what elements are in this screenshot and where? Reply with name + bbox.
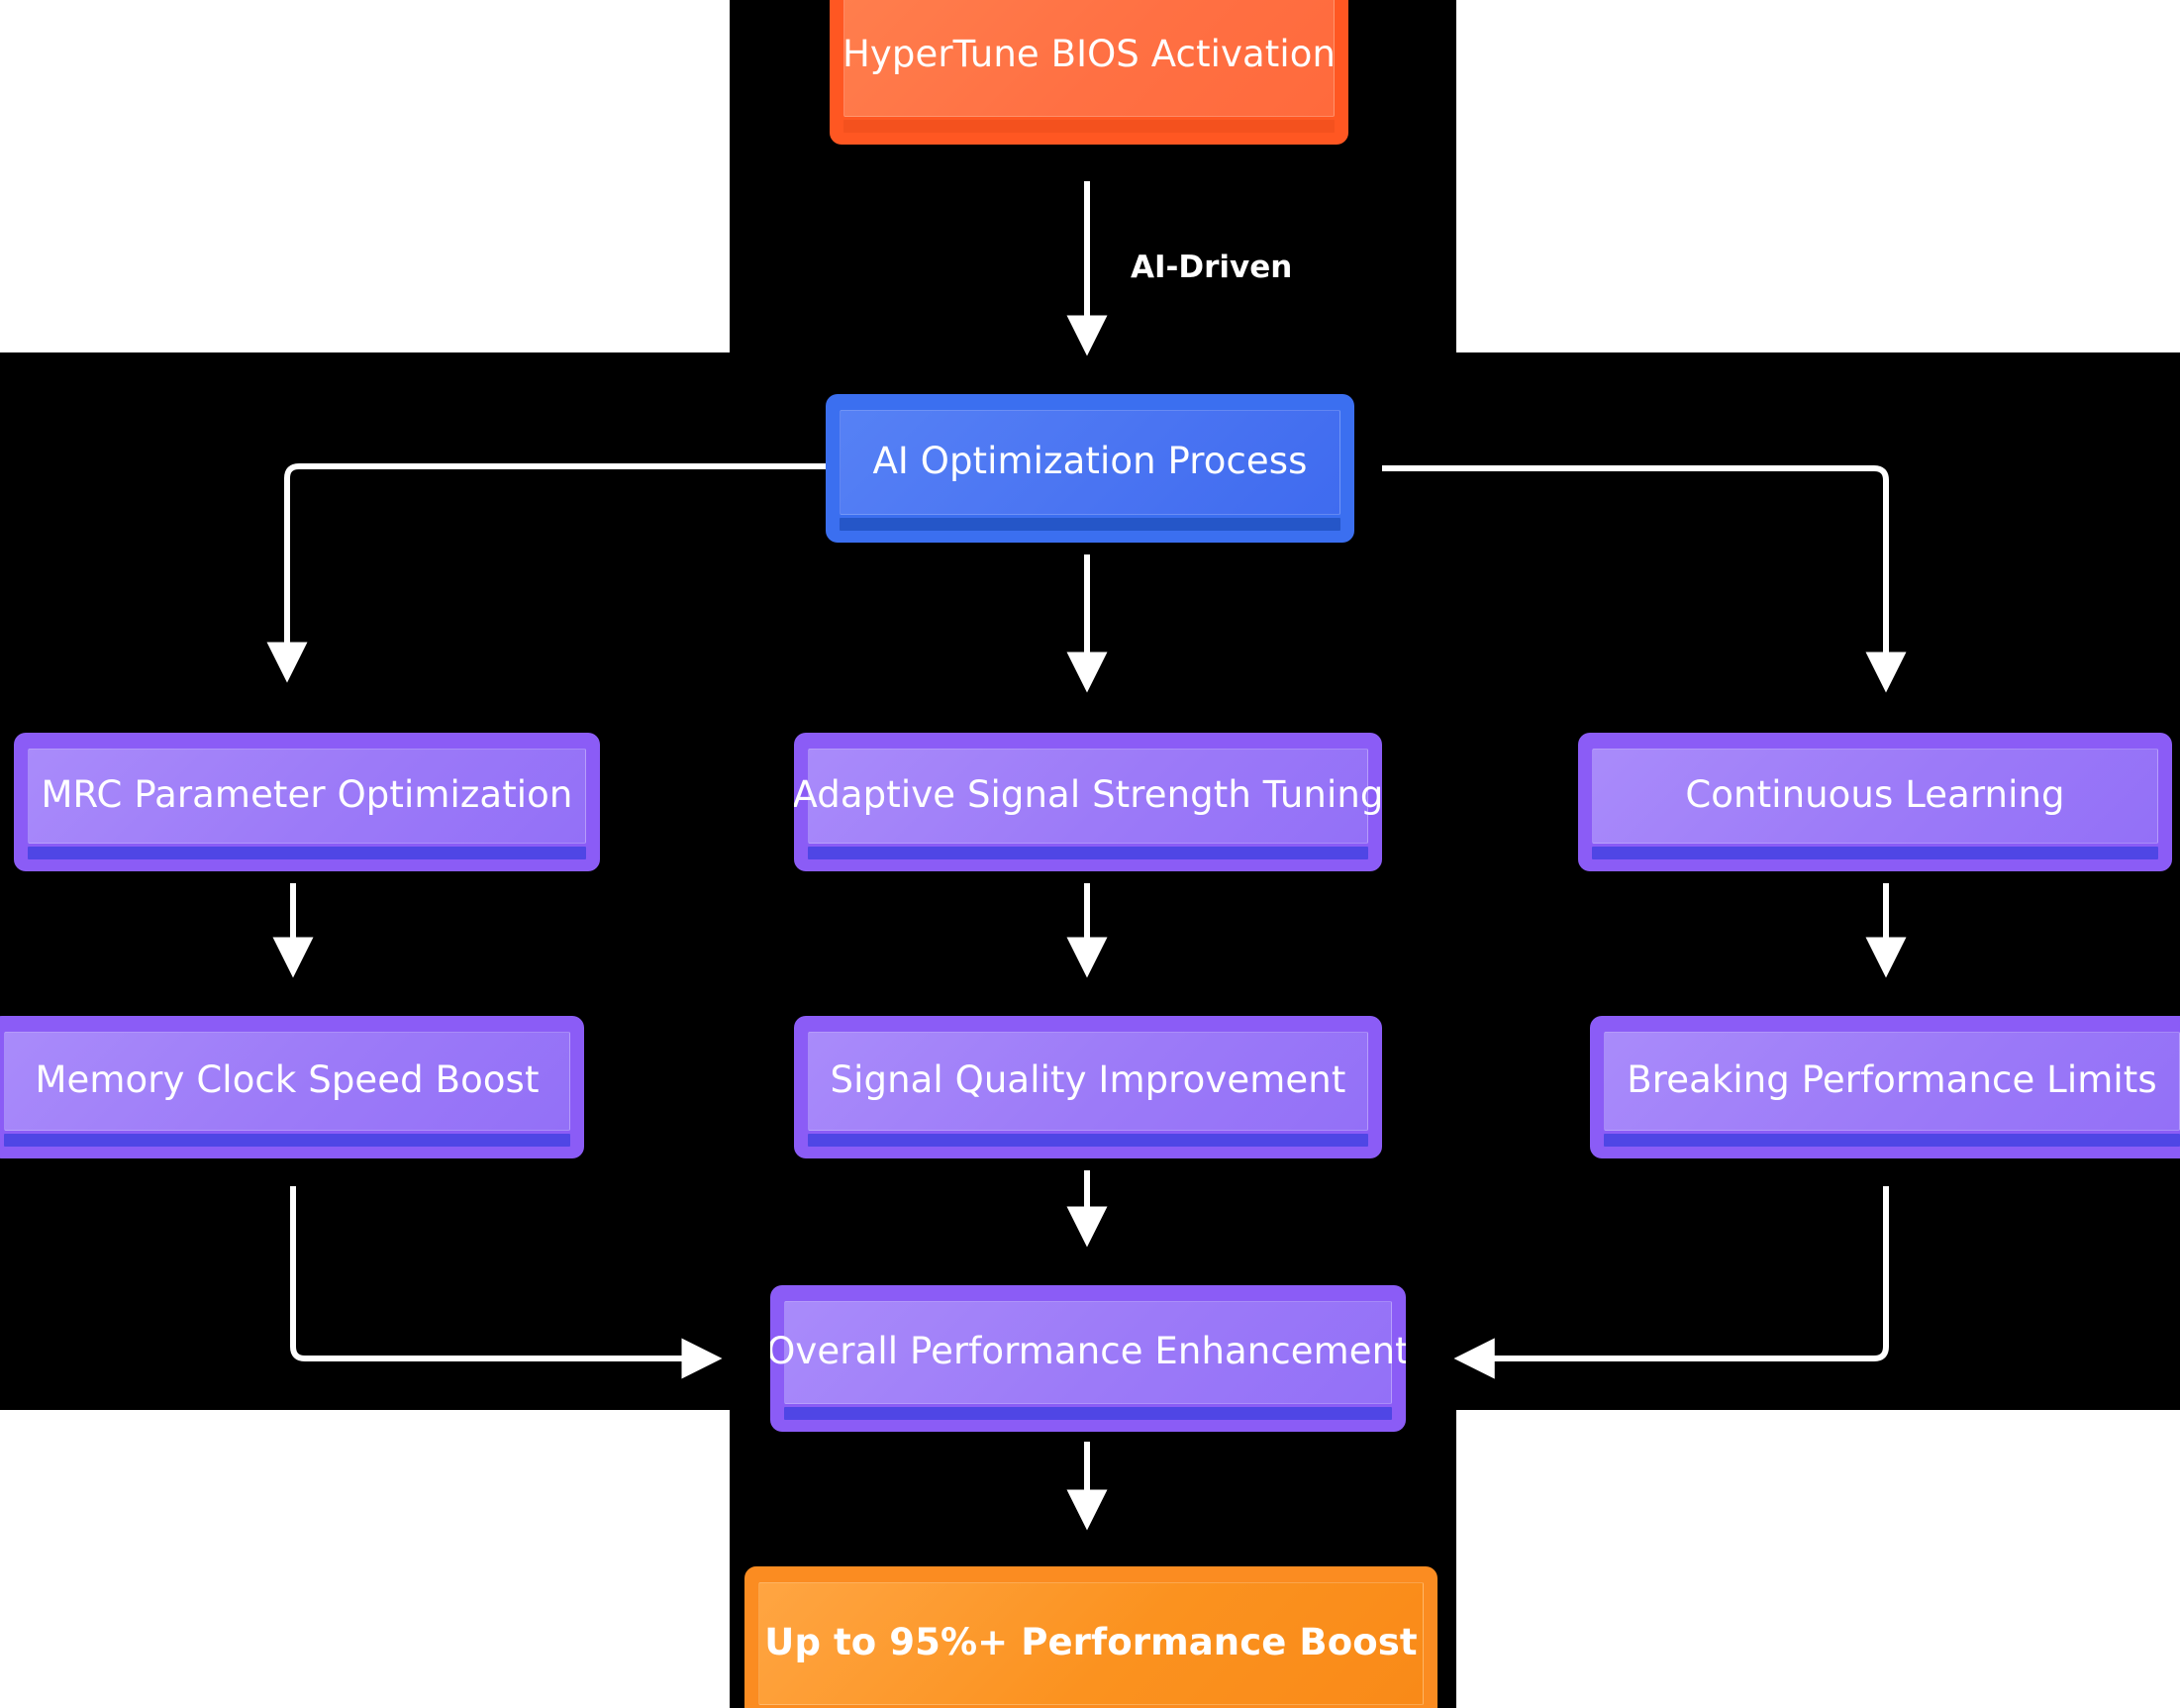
node-hypertune-bios-activation[interactable]: HyperTune BIOS Activation: [830, 0, 1348, 145]
node-accent-bar: [808, 1134, 1368, 1147]
node-label: Overall Performance Enhancement: [770, 1329, 1406, 1372]
node-label: Breaking Performance Limits: [1627, 1057, 2157, 1101]
node-overall-performance-enhancement[interactable]: Overall Performance Enhancement: [770, 1285, 1406, 1432]
node-label: Continuous Learning: [1685, 772, 2065, 816]
node-accent-bar: [843, 120, 1335, 133]
node-label: AI Optimization Process: [872, 439, 1308, 482]
node-label: HyperTune BIOS Activation: [842, 32, 1336, 75]
node-signal-quality-improvement[interactable]: Signal Quality Improvement: [794, 1016, 1382, 1158]
node-accent-bar: [808, 847, 1368, 859]
node-label: MRC Parameter Optimization: [41, 772, 573, 816]
node-continuous-learning[interactable]: Continuous Learning: [1578, 733, 2172, 871]
node-ai-optimization-process[interactable]: AI Optimization Process: [826, 394, 1354, 543]
node-label: Up to 95%+ Performance Boost: [764, 1620, 1418, 1663]
node-up-to-95-percent-performance-boost[interactable]: Up to 95%+ Performance Boost: [744, 1566, 1437, 1708]
node-label: Memory Clock Speed Boost: [35, 1057, 540, 1101]
node-adaptive-signal-strength-tuning[interactable]: Adaptive Signal Strength Tuning: [794, 733, 1382, 871]
edge-label-ai-driven: AI-Driven: [1131, 250, 1293, 285]
node-accent-bar: [28, 847, 586, 859]
node-accent-bar: [1592, 847, 2158, 859]
node-label: Adaptive Signal Strength Tuning: [794, 772, 1382, 816]
node-memory-clock-speed-boost[interactable]: Memory Clock Speed Boost: [0, 1016, 584, 1158]
node-breaking-performance-limits[interactable]: Breaking Performance Limits: [1590, 1016, 2180, 1158]
node-accent-bar: [1604, 1134, 2180, 1147]
node-accent-bar: [4, 1134, 570, 1147]
node-accent-bar: [840, 518, 1340, 531]
node-mrc-parameter-optimization[interactable]: MRC Parameter Optimization: [14, 733, 600, 871]
node-accent-bar: [784, 1407, 1392, 1420]
node-label: Signal Quality Improvement: [830, 1057, 1346, 1101]
